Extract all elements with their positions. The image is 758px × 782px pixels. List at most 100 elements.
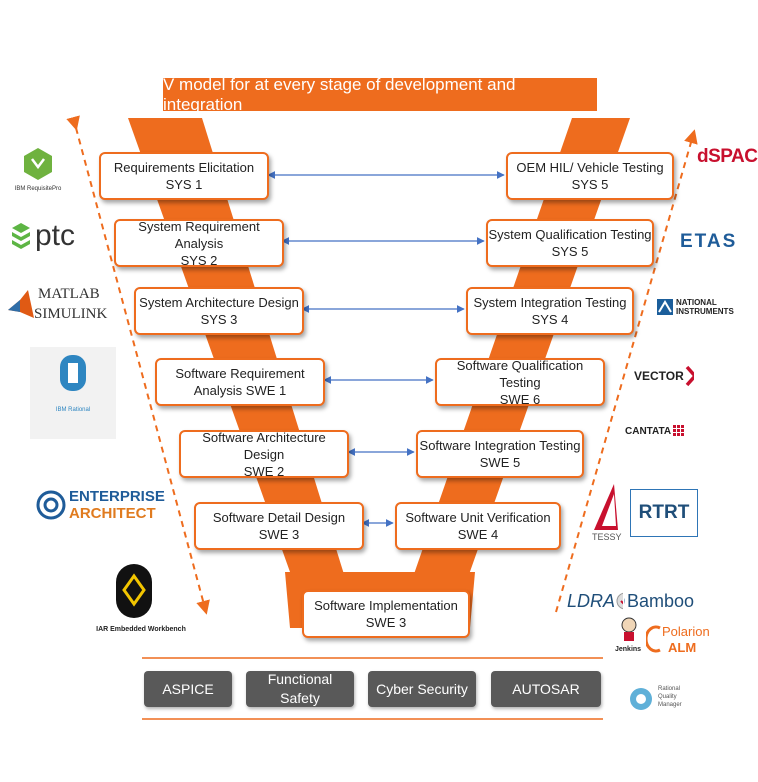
vector-text: VECTOR: [634, 369, 684, 383]
standard-cyber-security: Cyber Security: [368, 671, 476, 707]
stage-code: SWE 4: [457, 527, 499, 542]
tessy-icon: [594, 484, 618, 530]
stage-label: System Requirement Analysis: [138, 218, 260, 251]
polarion-text: Polarion: [662, 624, 710, 639]
stage-code: Analysis SWE 1: [193, 383, 287, 398]
standard-label: ASPICE: [162, 680, 214, 697]
matlab-icon: [8, 290, 34, 318]
simulink-text: SIMULINK: [34, 306, 108, 322]
stage-code: SYS 4: [531, 312, 569, 327]
stage-label: Software Implementation: [314, 598, 458, 613]
ldra-logo: LDRA: [567, 587, 623, 615]
stage-oem-hil-vehicle-testing: OEM HIL/ Vehicle Testing SYS 5: [506, 152, 674, 200]
stage-system-architecture-design: System Architecture Design SYS 3: [134, 287, 304, 335]
stage-label: Software Qualification Testing: [456, 357, 584, 390]
enterprise-architect-logo: ENTERPRISE ARCHITECT: [36, 486, 165, 526]
stage-label: Software Requirement: [175, 366, 305, 381]
standard-autosar: AUTOSAR: [491, 671, 601, 707]
rqm-text-2: Quality: [658, 694, 677, 700]
matlab-text: MATLAB: [38, 286, 100, 302]
tessy-text: TESSY: [592, 532, 622, 542]
stage-code: SYS 3: [200, 312, 238, 327]
etas-logo: ETAS: [680, 231, 738, 252]
stage-label: System Architecture Design: [139, 295, 299, 310]
jenkins-text: Jenkins: [615, 646, 642, 653]
cantata-logo: CANTATA: [625, 422, 685, 440]
enterprise-text: ENTERPRISE: [69, 488, 165, 505]
vector-chevron-icon: [685, 365, 694, 387]
vector-logo: VECTOR: [634, 364, 694, 388]
polarion-alm-text: ALM: [668, 640, 697, 655]
stage-label: Software Integration Testing: [419, 438, 581, 453]
bamboo-icon: [624, 598, 625, 604]
stage-label: Software Architecture Design: [202, 429, 326, 462]
stage-system-qualification-testing: System Qualification Testing SYS 5: [486, 219, 654, 267]
stage-system-integration-testing: System Integration Testing SYS 4: [466, 287, 634, 335]
stage-software-detail-design: Software Detail Design SWE 3: [194, 502, 364, 550]
enterprise-architect-icon: [36, 490, 66, 520]
stage-label: System Integration Testing: [473, 295, 627, 310]
bamboo-logo: Bamboo: [624, 588, 694, 614]
ptc-logo: ptc: [10, 218, 80, 254]
rqm-icon: [630, 688, 652, 710]
stage-code: SWE 5: [479, 455, 521, 470]
stage-label: Software Unit Verification: [405, 510, 551, 525]
jenkins-logo: Jenkins: [614, 616, 644, 660]
stage-software-unit-verification: Software Unit Verification SWE 4: [395, 502, 561, 550]
stage-code: SYS 5: [571, 177, 609, 192]
stage-requirements-elicitation: Requirements Elicitation SYS 1: [99, 152, 269, 200]
ni-icon: [657, 299, 673, 315]
jenkins-icon: [621, 617, 637, 641]
stage-software-architecture-design: Software Architecture Design SWE 2: [179, 429, 349, 479]
rational-icon: [60, 355, 86, 391]
stage-code: SWE 3: [365, 615, 407, 630]
stage-software-integration-testing: Software Integration Testing SWE 5: [416, 430, 584, 478]
rqm-text-1: Rational: [658, 686, 681, 692]
ni-text-2: INSTRUMENTS: [676, 307, 734, 316]
stage-label: Requirements Elicitation: [113, 160, 255, 175]
polarion-logo: Polarion ALM: [646, 622, 710, 660]
standard-label-2: Safety: [280, 690, 320, 706]
stage-software-requirement-analysis: Software Requirement Analysis SWE 1: [155, 358, 325, 406]
stage-label: Software Detail Design: [212, 510, 346, 525]
cantata-text: CANTATA: [625, 425, 672, 437]
ldra-check-icon: [616, 592, 623, 610]
requisitepro-label: IBM RequisitePro: [14, 186, 62, 192]
rtrt-text: RTRT: [638, 502, 690, 523]
stage-label: System Qualification Testing: [488, 227, 652, 242]
rqm-text-3: Manager: [658, 702, 682, 708]
standard-label: AUTOSAR: [512, 680, 580, 697]
standard-functional-safety: Functional Safety: [246, 671, 354, 707]
national-instruments-logo: NATIONAL INSTRUMENTS: [656, 292, 740, 326]
ibm-requisitepro-logo: IBM RequisitePro: [8, 145, 68, 195]
cantata-icon: [673, 425, 685, 436]
stage-label: OEM HIL/ Vehicle Testing: [516, 160, 664, 175]
diagram-title: V model for at every stage of developmen…: [163, 75, 597, 114]
ptc-icon: [12, 223, 30, 249]
stage-code: SYS 5: [551, 244, 589, 259]
standard-label: Functional: [267, 671, 333, 687]
ni-text-1: NATIONAL: [676, 298, 717, 307]
stage-code: SYS 2: [180, 252, 218, 268]
stage-code: SYS 1: [165, 177, 203, 192]
stage-code: SWE 6: [499, 391, 541, 407]
requisitepro-icon: [24, 148, 52, 180]
iar-icon: [116, 564, 152, 618]
rational-quality-manager-logo: Rational Quality Manager: [628, 684, 698, 714]
stage-system-requirement-analysis: System Requirement Analysis SYS 2: [114, 218, 284, 268]
ptc-text: ptc: [35, 219, 76, 252]
polarion-icon: [646, 625, 661, 653]
stage-software-implementation: Software Implementation SWE 3: [302, 590, 470, 638]
bamboo-text: Bamboo: [626, 590, 694, 611]
rational-label: IBM Rational: [55, 407, 91, 413]
stage-code: SWE 2: [243, 463, 285, 479]
iar-label: IAR Embedded Workbench: [96, 626, 186, 633]
rtrt-logo: RTRT: [630, 489, 698, 537]
architect-text: ARCHITECT: [69, 505, 156, 522]
iar-logo: IAR Embedded Workbench: [92, 560, 192, 640]
ibm-rational-logo: IBM Rational: [30, 347, 116, 439]
ldra-text: LDRA: [567, 590, 616, 611]
tessy-logo: TESSY: [588, 482, 628, 546]
stage-software-qualification-testing: Software Qualification Testing SWE 6: [435, 357, 605, 407]
